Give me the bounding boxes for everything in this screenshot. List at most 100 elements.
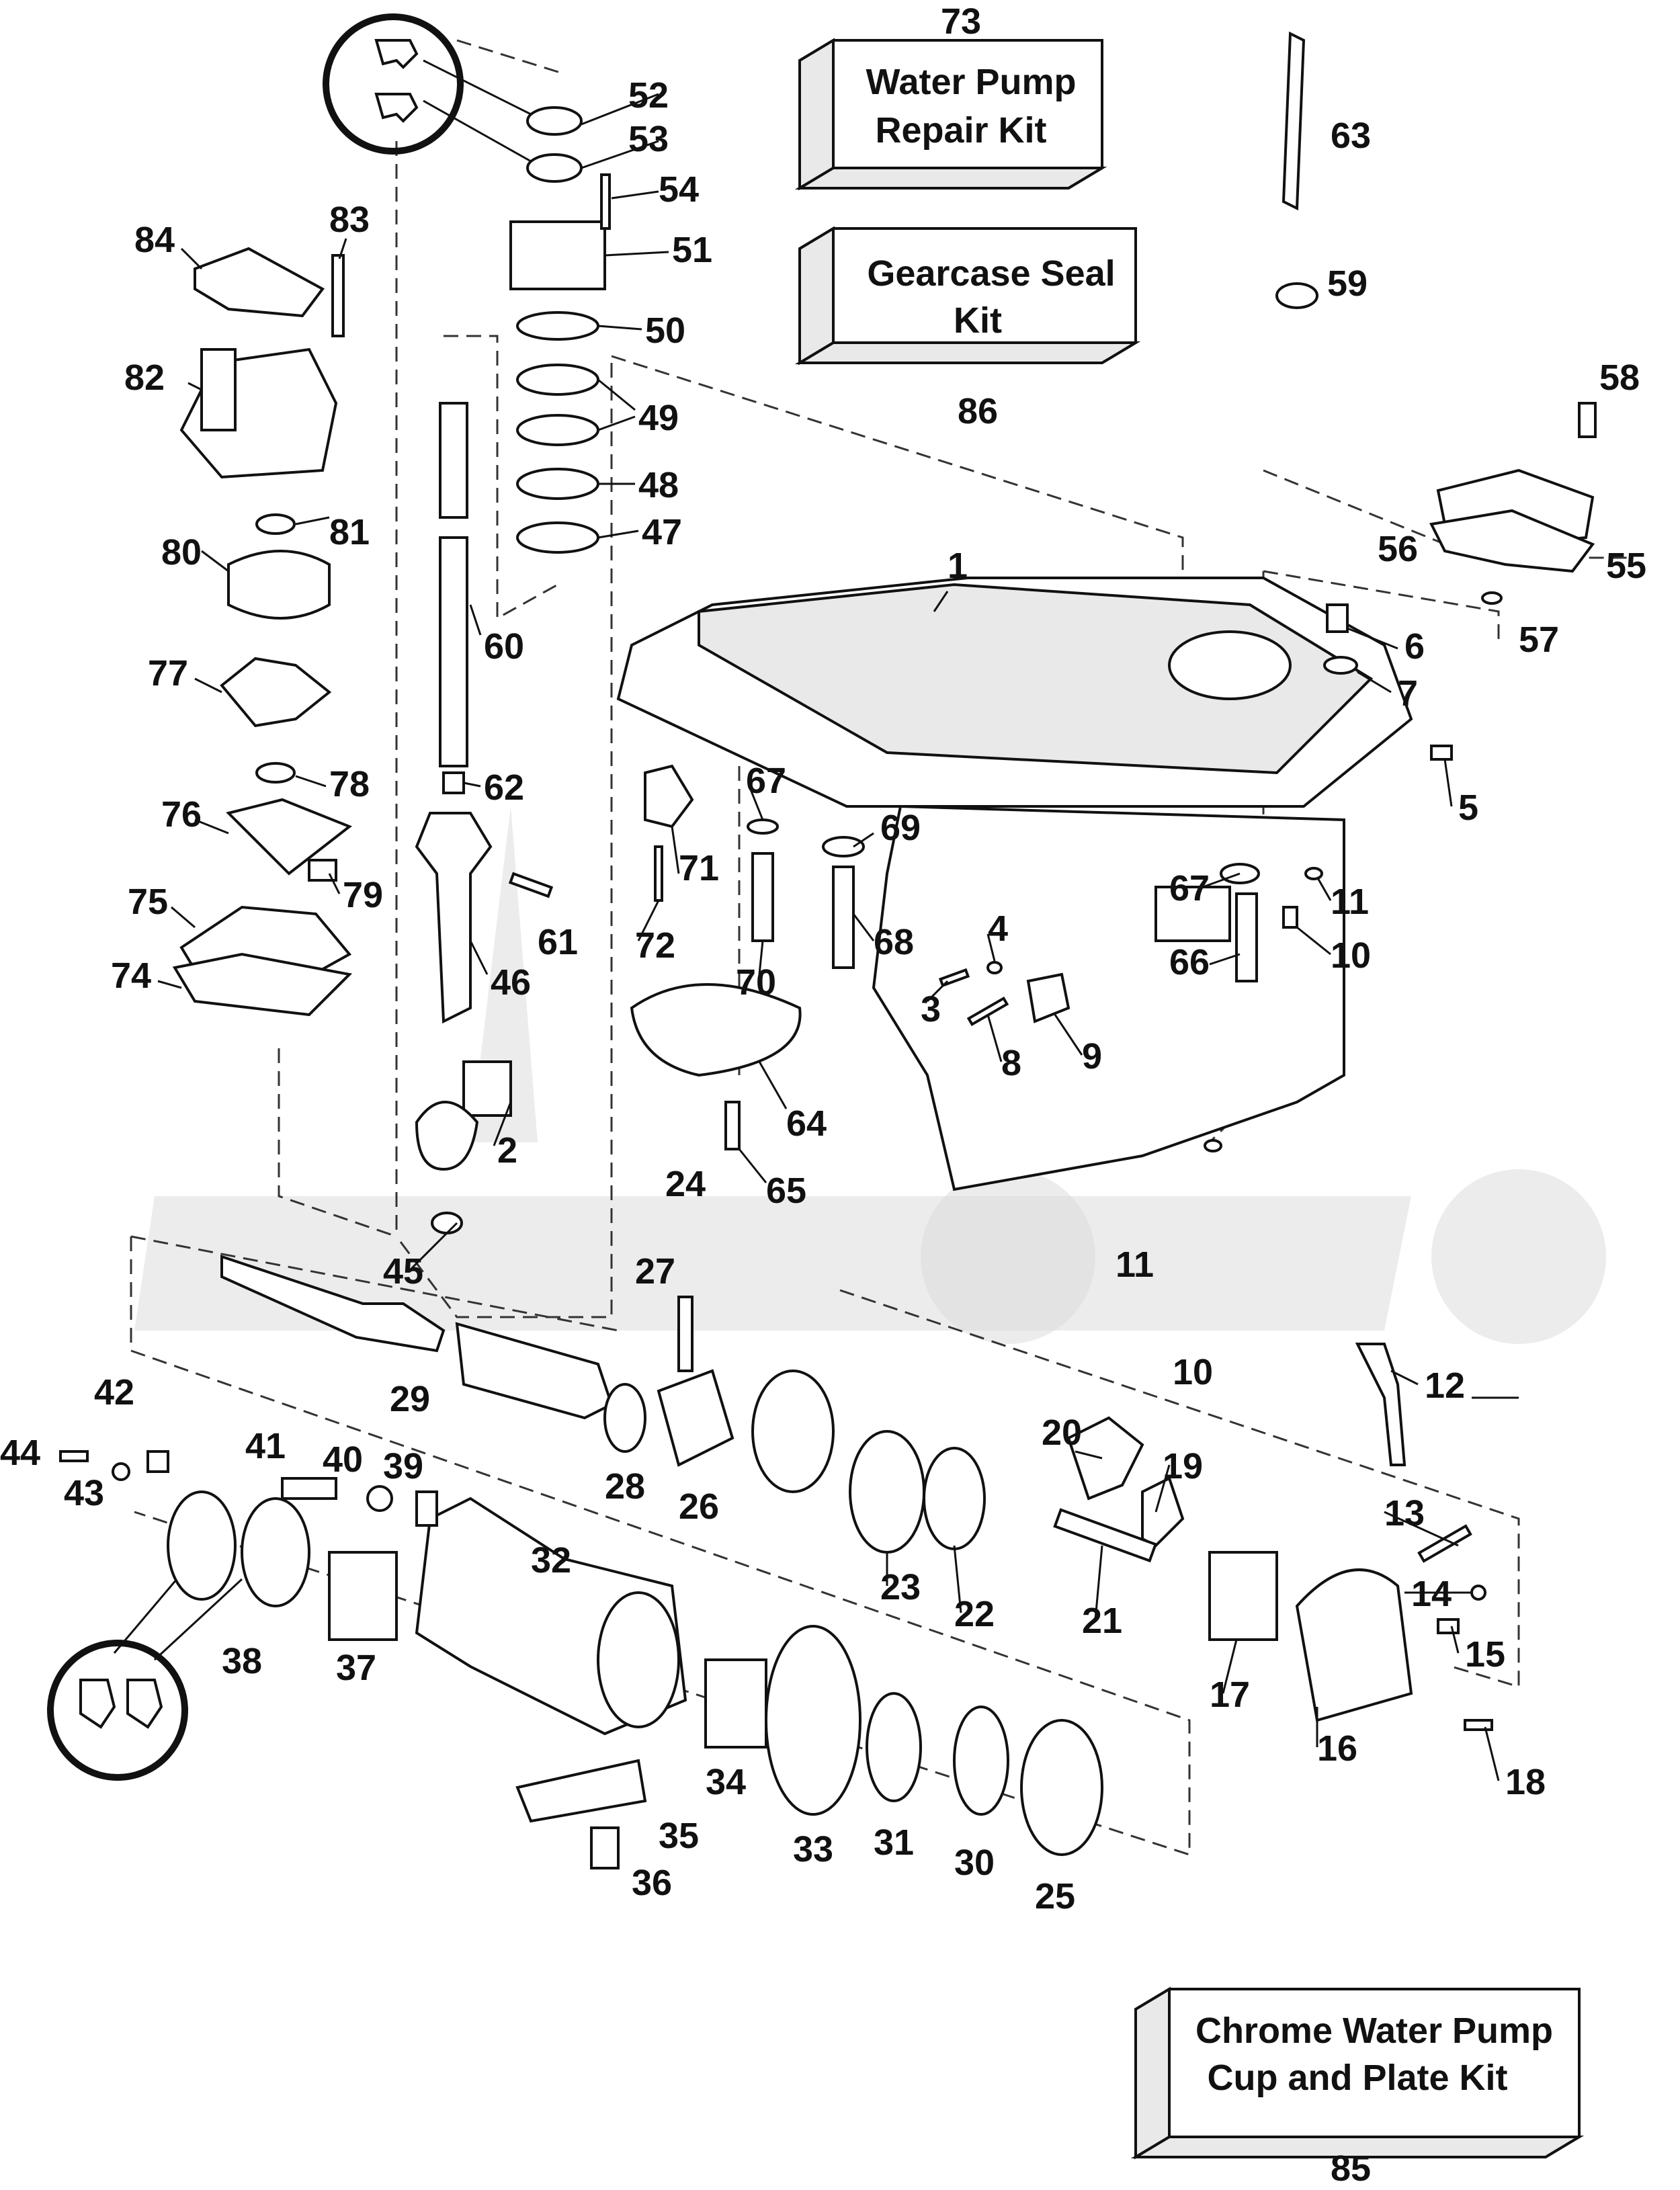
leader-lines <box>157 93 1519 1781</box>
part-label-10a: 10 <box>1331 935 1371 976</box>
kit-box-85: Chrome Water Pump Cup and Plate Kit 85 <box>1130 1986 1585 2189</box>
part-label-64: 64 <box>786 1103 827 1144</box>
part-label-60: 60 <box>484 626 524 667</box>
part-label-18: 18 <box>1505 1762 1546 1802</box>
part-label-47: 47 <box>642 512 682 552</box>
part-label-53: 53 <box>628 119 669 159</box>
part-label-35: 35 <box>659 1816 699 1856</box>
part-label-63: 63 <box>1331 116 1371 156</box>
part-label-24: 24 <box>665 1164 706 1204</box>
part-label-28: 28 <box>605 1466 645 1507</box>
kit-86-line1: Gearcase Seal <box>867 253 1115 294</box>
part-label-83: 83 <box>329 200 370 240</box>
part-label-38: 38 <box>222 1641 262 1681</box>
part-label-41: 41 <box>245 1426 286 1466</box>
kit-85-number: 85 <box>1331 2148 1371 2187</box>
part-label-17: 17 <box>1210 1675 1250 1715</box>
part-label-58: 58 <box>1599 357 1640 398</box>
kit-73-line1: Water Pump <box>866 62 1076 102</box>
part-label-7: 7 <box>1398 673 1418 714</box>
part-label-59: 59 <box>1327 263 1368 304</box>
part-label-79: 79 <box>343 875 383 915</box>
kit-86-number: 86 <box>958 391 998 431</box>
seal-callout-top <box>323 13 532 163</box>
part-label-78: 78 <box>329 764 370 804</box>
part-label-82: 82 <box>124 357 165 398</box>
part-label-46: 46 <box>491 962 531 1003</box>
shift-parts <box>1053 1343 1493 1731</box>
water-pump-group <box>172 247 353 1017</box>
part-label-37: 37 <box>336 1648 376 1688</box>
part-label-77: 77 <box>148 653 188 693</box>
part-label-33: 33 <box>793 1829 833 1869</box>
part-label-40: 40 <box>323 1439 363 1480</box>
part-label-66: 66 <box>1169 942 1210 982</box>
kit-box-73: Water Pump Repair Kit 73 <box>794 1 1107 191</box>
kit-73-number: 73 <box>941 1 981 42</box>
part-label-76: 76 <box>161 794 202 835</box>
part-label-25: 25 <box>1035 1876 1075 1917</box>
part-label-62: 62 <box>484 767 524 808</box>
part-label-16: 16 <box>1317 1728 1357 1769</box>
part-label-72: 72 <box>635 925 675 966</box>
part-label-34: 34 <box>706 1762 746 1802</box>
part-label-54: 54 <box>659 169 699 210</box>
propshaft-and-gears <box>220 1255 986 1554</box>
part-label-29: 29 <box>390 1379 430 1419</box>
kit-86-line2: Kit <box>954 300 1002 341</box>
part-label-9: 9 <box>1082 1036 1102 1077</box>
part-label-27: 27 <box>635 1251 675 1292</box>
part-label-4: 4 <box>988 909 1008 949</box>
bearing-stack <box>509 106 611 554</box>
part-label-61: 61 <box>538 922 578 962</box>
part-label-43: 43 <box>64 1473 104 1513</box>
part-label-42: 42 <box>94 1372 134 1413</box>
part-label-3: 3 <box>921 989 941 1029</box>
part-label-48: 48 <box>638 465 679 505</box>
part-label-11a: 11 <box>1331 882 1369 922</box>
part-label-71: 71 <box>679 848 719 888</box>
part-label-5: 5 <box>1458 788 1478 828</box>
part-label-74: 74 <box>111 956 151 996</box>
part-label-6: 6 <box>1404 626 1425 667</box>
kit-73-line2: Repair Kit <box>875 110 1046 151</box>
part-label-8: 8 <box>1001 1043 1021 1083</box>
part-label-80: 80 <box>161 532 202 573</box>
part-label-15: 15 <box>1465 1634 1505 1675</box>
kit-85-line1: Chrome Water Pump <box>1195 2011 1553 2051</box>
part-label-20: 20 <box>1042 1413 1082 1453</box>
part-label-10b: 10 <box>1173 1352 1213 1392</box>
part-label-11b: 11 <box>1116 1245 1154 1285</box>
driveshaft-parts <box>415 402 554 1234</box>
part-label-44: 44 <box>0 1433 40 1473</box>
part-label-32: 32 <box>531 1540 571 1581</box>
part-label-26: 26 <box>679 1486 719 1527</box>
part-label-68: 68 <box>874 922 914 962</box>
part-label-12: 12 <box>1425 1365 1465 1406</box>
part-label-84: 84 <box>134 220 175 260</box>
bearing-carrier-group <box>59 1450 1103 1869</box>
gearcase-housing <box>616 577 1413 1191</box>
part-label-52: 52 <box>628 75 669 116</box>
part-label-56: 56 <box>1378 529 1418 569</box>
part-label-14: 14 <box>1411 1574 1452 1614</box>
part-label-69: 69 <box>880 808 921 848</box>
part-label-75: 75 <box>128 882 168 922</box>
part-label-2: 2 <box>497 1130 517 1171</box>
part-label-39: 39 <box>383 1446 423 1486</box>
cover-plate-group <box>1275 31 1597 761</box>
part-label-57: 57 <box>1519 620 1559 660</box>
kit-box-86: Gearcase Seal Kit 86 <box>794 226 1141 431</box>
part-label-51: 51 <box>672 230 712 270</box>
part-label-55: 55 <box>1606 546 1646 586</box>
part-label-21: 21 <box>1082 1601 1122 1641</box>
part-label-49: 49 <box>638 398 679 438</box>
part-label-1: 1 <box>948 546 968 586</box>
part-label-70: 70 <box>736 962 776 1003</box>
part-labels: 1 2 3 4 5 6 7 8 9 10 10 11 11 12 13 14 1… <box>0 75 1646 1917</box>
part-label-50: 50 <box>645 310 685 351</box>
part-label-65: 65 <box>766 1171 806 1211</box>
part-label-36: 36 <box>632 1863 672 1903</box>
